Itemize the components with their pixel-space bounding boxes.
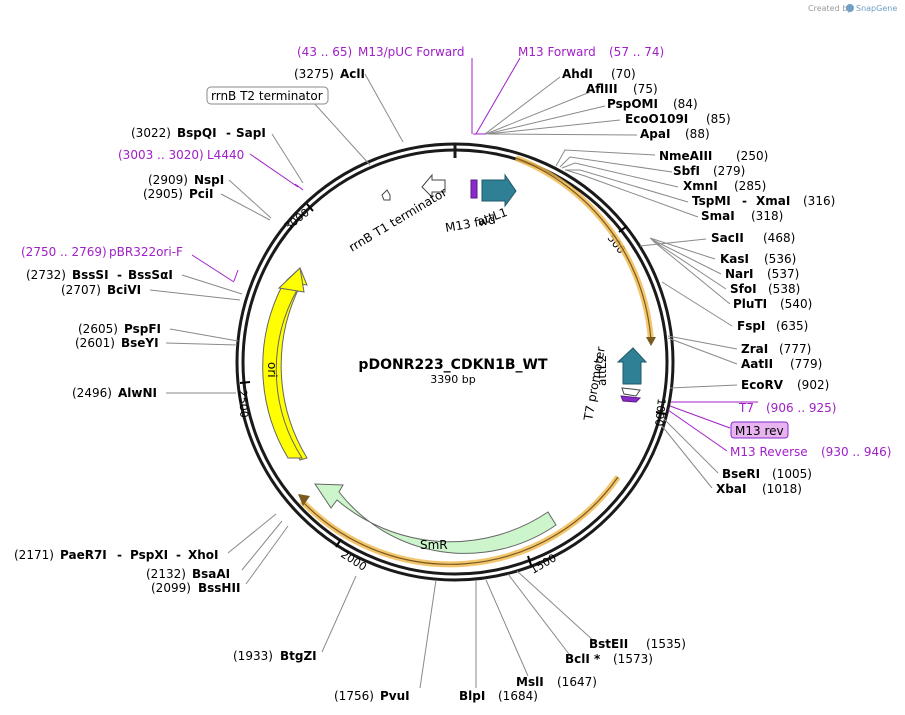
enzyme-xmnI: XmnI(285) [683, 179, 766, 193]
enzyme-bspQI: (3022)BspQI-SapI [131, 126, 266, 140]
enzyme-sfoI: SfoI(538) [730, 282, 800, 296]
primer-t7: T7(906 .. 925) [738, 401, 836, 415]
enzyme-bssSI: (2732)BssSI-BssSαI [26, 268, 173, 282]
enzyme-pspOMI: PspOMI(84) [607, 97, 698, 111]
tick-1000: 1000 [652, 398, 668, 427]
callout-lines [149, 73, 738, 689]
enzyme-paeR7I: (2171)PaeR7I-PspXI-XhoI [14, 548, 219, 562]
enzyme-pciI: (2905)PciI [143, 187, 214, 201]
primer-lines [191, 57, 758, 452]
enzyme-mslI: MslI(1647) [516, 675, 597, 689]
primer-pbr322ori-f: (2750 .. 2769)pBR322ori-F [21, 245, 183, 259]
smr-label: SmR [420, 538, 448, 552]
svg-text:2000: 2000 [338, 548, 369, 574]
orf-arc-2-line [301, 476, 619, 565]
enzyme-zraI: ZraI(777) [741, 342, 811, 356]
enzyme-apaI: ApaI(88) [640, 127, 710, 141]
primer-m13rev-box [730, 421, 789, 439]
tick-2500: 2500 [236, 381, 250, 418]
svg-text:2500: 2500 [236, 389, 250, 418]
attL2-arrow [616, 347, 648, 385]
enzyme-ahdI: AhdI(70) [562, 67, 636, 81]
enzyme-ecoO109I: EcoO109I(85) [625, 112, 731, 126]
enzyme-bstEII: BstEII(1535) [589, 637, 686, 651]
enzyme-pluTI: PluTI(540) [733, 297, 812, 311]
primer-m13-puc-forward: (43 .. 65)M13/pUC Forward [297, 45, 465, 59]
enzyme-bciVI: (2707)BciVI [61, 283, 141, 297]
rrnb-t1-arrow [421, 173, 446, 199]
rrnb-t1-label: rrnB T1 terminator [346, 185, 449, 255]
enzyme-tspMI: TspMI-XmaI(316) [692, 194, 835, 208]
smr-feature [314, 483, 557, 554]
enzyme-xbaI: XbaI(1018) [716, 482, 802, 496]
credit-text: Created by [808, 4, 852, 13]
enzyme-narI: NarI(537) [725, 267, 799, 281]
rrnb-t2-label: rrnB T2 terminator [211, 89, 323, 103]
enzyme-bclI: BclI *(1573) [565, 652, 653, 666]
enzyme-fspI: FspI(635) [737, 319, 808, 333]
orf-arc-1-line [515, 157, 652, 342]
enzyme-pspFI: (2605)PspFI [78, 322, 161, 336]
enzyme-bsaAI: (2132)BsaAI [146, 567, 230, 581]
enzyme-aatII: AatII(779) [741, 357, 822, 371]
enzyme-bseRI: BseRI(1005) [722, 467, 812, 481]
enzyme-blpI: BlpI(1684) [459, 689, 538, 703]
enzyme-nmeAIII: NmeAIII(250) [659, 149, 768, 163]
primer-m13-forward: M13 Forward(57 .. 74) [518, 45, 664, 59]
plasmid-length: 3390 bp [430, 373, 475, 386]
plasmid-name: pDONR223_CDKN1B_WT [358, 357, 548, 373]
attL2-label: attL2 [595, 355, 609, 386]
brand-text: SnapGene [856, 4, 897, 13]
enzyme-alwNI: (2496)AlwNI [72, 386, 157, 400]
rrnb-t2-box [206, 86, 329, 105]
enzyme-aflIII: AflIII(75) [586, 82, 658, 96]
enzyme-labels: (3275)AclI AhdI(70) AflIII(75) PspOMI(84… [14, 67, 835, 703]
enzyme-aclI: (3275)AclI [294, 67, 365, 81]
ori-arrow-head [277, 266, 305, 293]
enzyme-bssHII: (2099)BssHII [151, 581, 240, 595]
primer-l4440: (3003 .. 3020)L4440 [118, 148, 244, 162]
orf-arc-2-head [298, 494, 310, 506]
enzyme-bseYI: (2601)BseYI [75, 336, 159, 350]
ori-label: ori [265, 362, 279, 378]
enzyme-smaI: SmaI(318) [701, 209, 783, 223]
snapgene-logo-icon [846, 4, 854, 12]
enzyme-ecoRV: EcoRV(902) [741, 378, 829, 392]
primer-m13-reverse: M13 Reverse(930 .. 946) [730, 445, 891, 459]
enzyme-pvuI: (1756)PvuI [334, 689, 410, 703]
rrnb-t2-arrow [381, 189, 391, 201]
m13fwd-arrow [470, 179, 478, 199]
svg-text:1000: 1000 [652, 398, 668, 427]
primer-m13rev: M13 rev [735, 424, 784, 438]
t7promoter-arrow [621, 387, 641, 397]
enzyme-btgZI: (1933)BtgZI [233, 649, 317, 663]
m13rev-arrow [620, 395, 642, 403]
ori-arrow-body [262, 285, 303, 459]
attL1-arrow [481, 173, 517, 208]
m13fwd-label: M13 fwd [444, 212, 497, 235]
enzyme-kasI: KasI(536) [720, 252, 796, 266]
enzyme-sacII: SacII(468) [711, 231, 795, 245]
primer-labels: (43 .. 65)M13/pUC Forward M13 Forward(57… [21, 45, 891, 459]
orf-arc-1-head [646, 337, 656, 346]
enzyme-sbfI: SbfI(279) [673, 164, 745, 178]
enzyme-nspI: (2909)NspI [148, 173, 224, 187]
